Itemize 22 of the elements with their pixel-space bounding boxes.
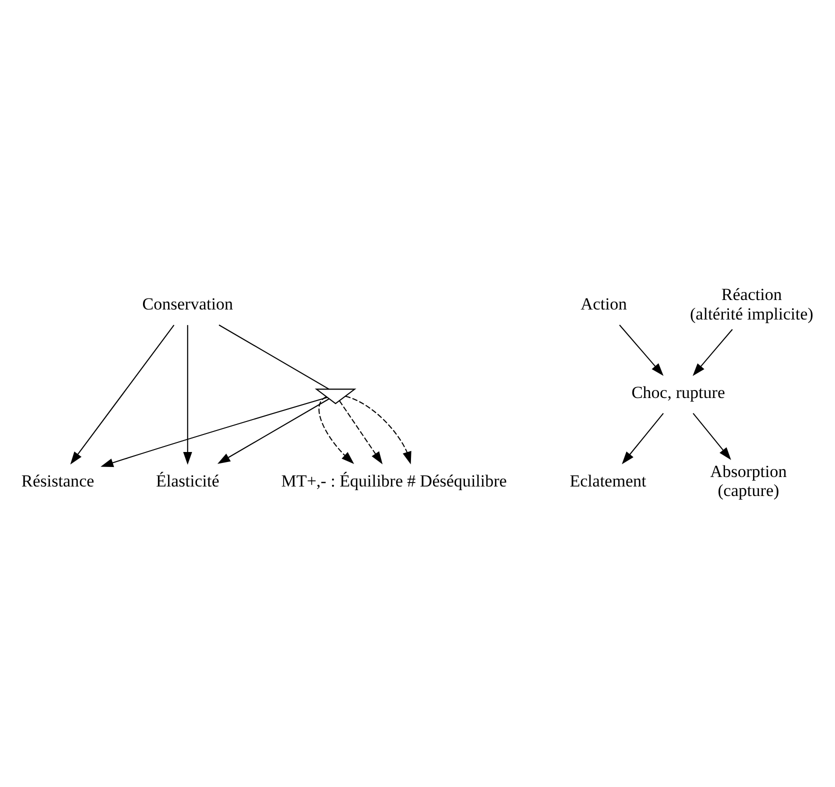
arrow — [692, 412, 732, 460]
node-text: Action — [580, 294, 627, 314]
node-text: Résistance — [21, 470, 94, 490]
arrow — [622, 412, 664, 464]
node-text: Eclatement — [570, 470, 646, 490]
arrow — [318, 396, 354, 464]
arrow — [692, 328, 733, 376]
arrow — [183, 324, 192, 464]
node-text: MT+,- : Équilibre # Déséquilibre — [281, 470, 507, 490]
arrow — [338, 400, 383, 464]
arrow — [100, 396, 328, 467]
arrow — [345, 395, 412, 464]
arrow — [619, 324, 664, 376]
node-text: Réaction (altérité implicite) — [690, 284, 814, 323]
connector — [218, 324, 330, 390]
node-triangle — [314, 388, 356, 404]
arrow — [70, 324, 174, 464]
node-text: Élasticité — [156, 470, 220, 490]
node-text: Absorption (capture) — [710, 461, 787, 500]
node-text: Choc, rupture — [631, 382, 726, 402]
arrow — [217, 398, 330, 464]
node-text: Conservation — [142, 294, 234, 314]
